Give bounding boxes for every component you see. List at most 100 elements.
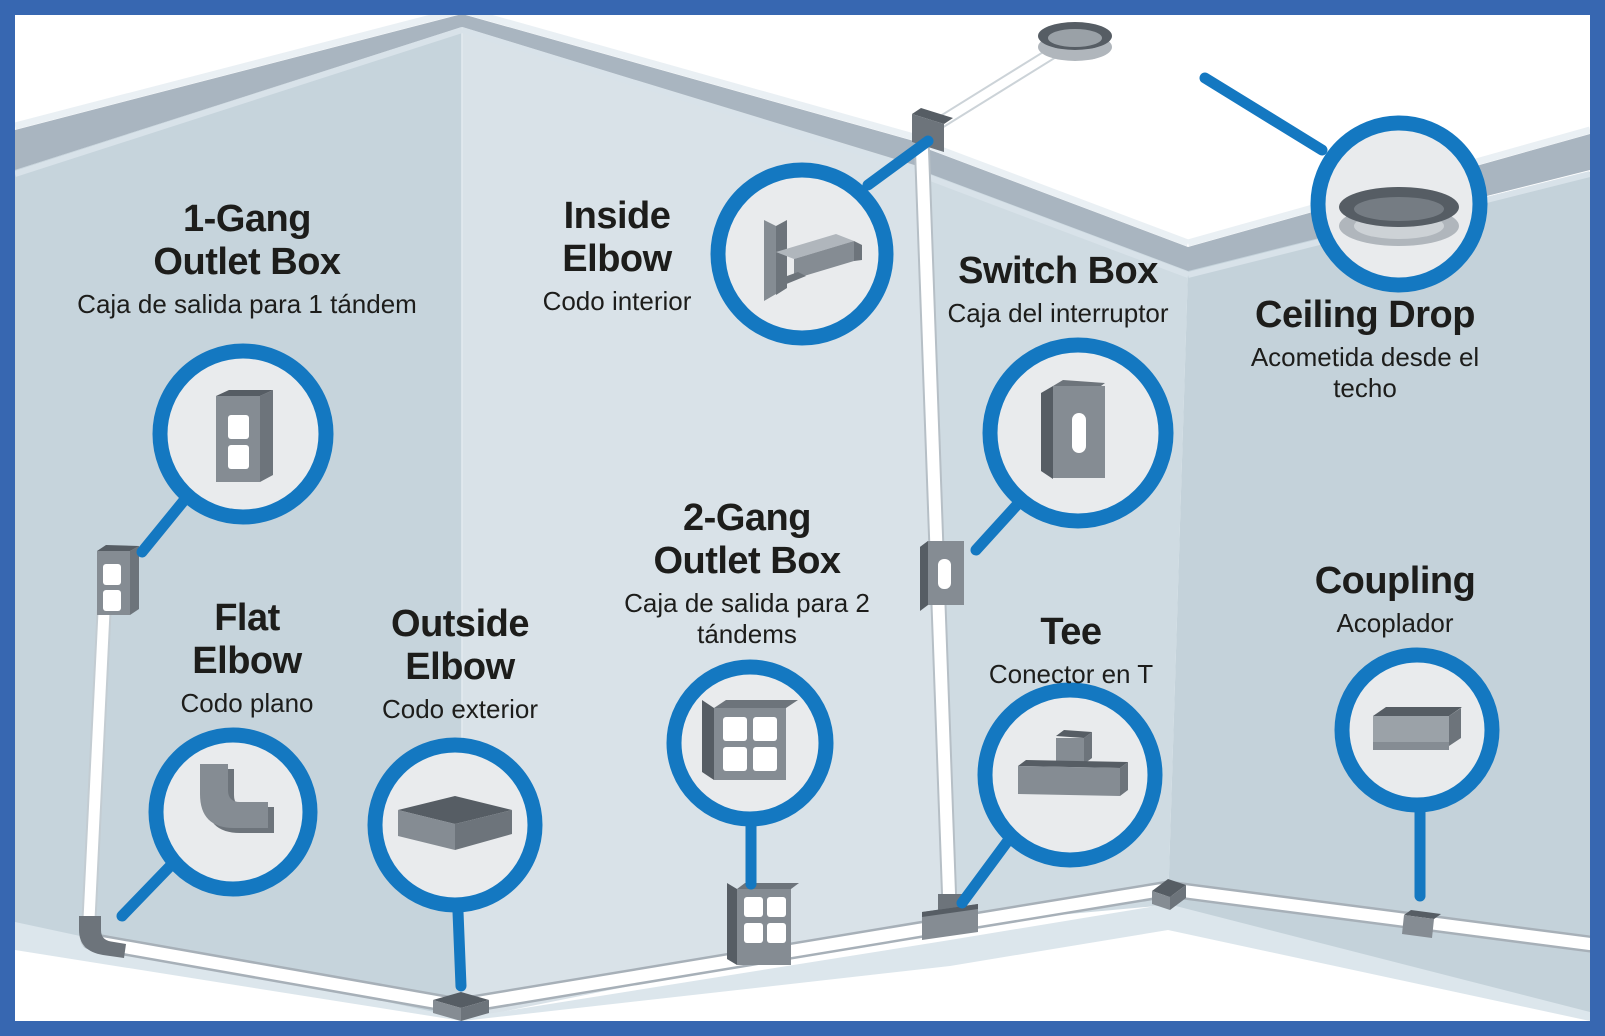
ceiling-light-fixture bbox=[1038, 22, 1112, 61]
tee-icon bbox=[1018, 730, 1128, 796]
one-gang-fitting-side bbox=[130, 546, 139, 615]
two-gang-fitting-side bbox=[727, 883, 737, 965]
pointer-switch-box bbox=[970, 500, 1022, 556]
trim-left-highlight bbox=[14, 6, 463, 130]
item-title-line: Elbow bbox=[192, 640, 302, 682]
frame-bottom bbox=[0, 1021, 1605, 1036]
two-gang-fitting-opening bbox=[744, 897, 763, 917]
wall-far-right-face bbox=[1168, 172, 1590, 1015]
item-subtitle: Caja del interruptor bbox=[947, 298, 1169, 328]
floor-edge-strip bbox=[15, 904, 1590, 1021]
icon-facet bbox=[1354, 197, 1444, 221]
ceiling-conduit-body bbox=[928, 45, 1062, 132]
icon-facet bbox=[776, 234, 854, 259]
item-subtitle: Codo plano bbox=[180, 688, 314, 718]
callout-label-coupling: Coupling Acoplador bbox=[1315, 560, 1476, 639]
ceiling-trim bbox=[14, 6, 1591, 278]
item-title-line: Outlet Box bbox=[653, 540, 841, 582]
trim-right bbox=[925, 148, 1188, 271]
one-gang-fitting-opening bbox=[103, 590, 121, 611]
pointer-ceiling-drop bbox=[1199, 72, 1328, 156]
icon-facet bbox=[200, 764, 268, 828]
item-subtitle: Conector en T bbox=[988, 659, 1154, 689]
item-subtitle: Acometida desde el techo bbox=[1250, 342, 1480, 403]
coupling-icon bbox=[1373, 707, 1462, 750]
two-gang-outlet-box-icon bbox=[702, 700, 798, 780]
pointer-one-gang bbox=[136, 492, 192, 558]
switch-box-icon bbox=[1041, 380, 1105, 479]
frame-right bbox=[1590, 0, 1605, 1036]
frame-left bbox=[0, 0, 15, 1036]
pointer-inside-elbow bbox=[862, 135, 934, 191]
fixture-top-inner bbox=[1048, 29, 1102, 47]
icon-facet bbox=[1084, 732, 1092, 764]
item-title-line: Flat bbox=[214, 597, 280, 639]
item-title-line: Outlet Box bbox=[153, 241, 341, 283]
corner-conduit-body bbox=[916, 144, 956, 927]
coupling-fitting-top bbox=[1404, 910, 1441, 919]
item-title-line: Inside bbox=[563, 195, 671, 237]
switch-fitting-opening bbox=[938, 559, 951, 589]
icon-facet bbox=[1120, 762, 1128, 796]
item-title-line: 1-Gang bbox=[183, 198, 311, 240]
switch-fitting-side bbox=[920, 541, 928, 611]
trim-left bbox=[15, 14, 462, 170]
icon-opening bbox=[228, 445, 249, 469]
icon-facet bbox=[1018, 760, 1128, 768]
trim-right-highlight bbox=[923, 140, 1190, 247]
two-gang-fitting-opening bbox=[767, 923, 786, 943]
callout-label-outside-elbow: Outside Elbow Codo exterior bbox=[382, 603, 538, 725]
icon-facet bbox=[455, 810, 512, 850]
floor-corner-fitting-right bbox=[1170, 885, 1186, 910]
icon-facet bbox=[764, 220, 776, 301]
ceiling-conduit bbox=[926, 43, 1064, 134]
inside-elbow-icon bbox=[764, 220, 862, 301]
icon-opening bbox=[228, 415, 249, 439]
left-conduit-body bbox=[82, 606, 110, 946]
icon-facet bbox=[260, 390, 273, 482]
floor-corner-fitting-front bbox=[1152, 891, 1170, 910]
pointer-flat-elbow bbox=[116, 852, 184, 922]
trim-left-shadow bbox=[14, 27, 463, 177]
two-gang-fitting-opening bbox=[744, 923, 763, 943]
icon-facet bbox=[1373, 707, 1462, 716]
icon-opening bbox=[723, 747, 747, 771]
callout-label-one-gang-outlet-box: 1-Gang Outlet Box Caja de salida para 1 … bbox=[77, 198, 417, 320]
item-subtitle: Codo interior bbox=[542, 286, 692, 316]
item-title-line: Coupling bbox=[1314, 560, 1476, 602]
item-subtitle: Acoplador bbox=[1336, 608, 1454, 638]
frame-top bbox=[0, 0, 1605, 15]
callout-label-inside-elbow: Inside Elbow Codo interior bbox=[543, 195, 692, 317]
item-title-line: Ceiling Drop bbox=[1255, 294, 1475, 336]
floor-corner-fitting-top bbox=[1152, 879, 1186, 897]
outside-elbow-icon bbox=[398, 796, 512, 850]
icon-facet bbox=[1018, 766, 1120, 796]
trim-center-shadow bbox=[461, 27, 922, 174]
item-subtitle: Caja de salida para 2 tándems bbox=[624, 588, 870, 649]
icon-facet bbox=[1449, 708, 1461, 746]
coupling-fitting bbox=[1402, 910, 1441, 938]
pointer-tee bbox=[956, 832, 1016, 909]
icon-opening bbox=[753, 747, 777, 771]
icon-facet bbox=[216, 390, 273, 396]
item-subtitle: Codo exterior bbox=[381, 694, 539, 724]
ceiling-drop-icon bbox=[1339, 187, 1459, 246]
icon-facet bbox=[794, 241, 854, 279]
callout-label-switch-box: Switch Box Caja del interruptor bbox=[947, 250, 1168, 329]
one-gang-outlet-box-icon bbox=[216, 390, 273, 482]
flat-elbow-fitting bbox=[79, 916, 126, 958]
trim-center-highlight bbox=[461, 6, 922, 143]
item-title-line: Tee bbox=[1040, 611, 1102, 653]
callout-pointers bbox=[116, 72, 1426, 992]
outside-elbow-fitting bbox=[433, 992, 489, 1021]
callout-label-two-gang-outlet-box: 2-Gang Outlet Box Caja de salida para 2 … bbox=[621, 497, 873, 650]
trim-center bbox=[462, 14, 921, 167]
icon-facet bbox=[776, 220, 787, 295]
callout-label-flat-elbow: Flat Elbow Codo plano bbox=[181, 597, 314, 719]
icon-opening bbox=[753, 717, 777, 741]
outside-elbow-fitting-left bbox=[433, 1000, 461, 1021]
icon-opening bbox=[723, 717, 747, 741]
